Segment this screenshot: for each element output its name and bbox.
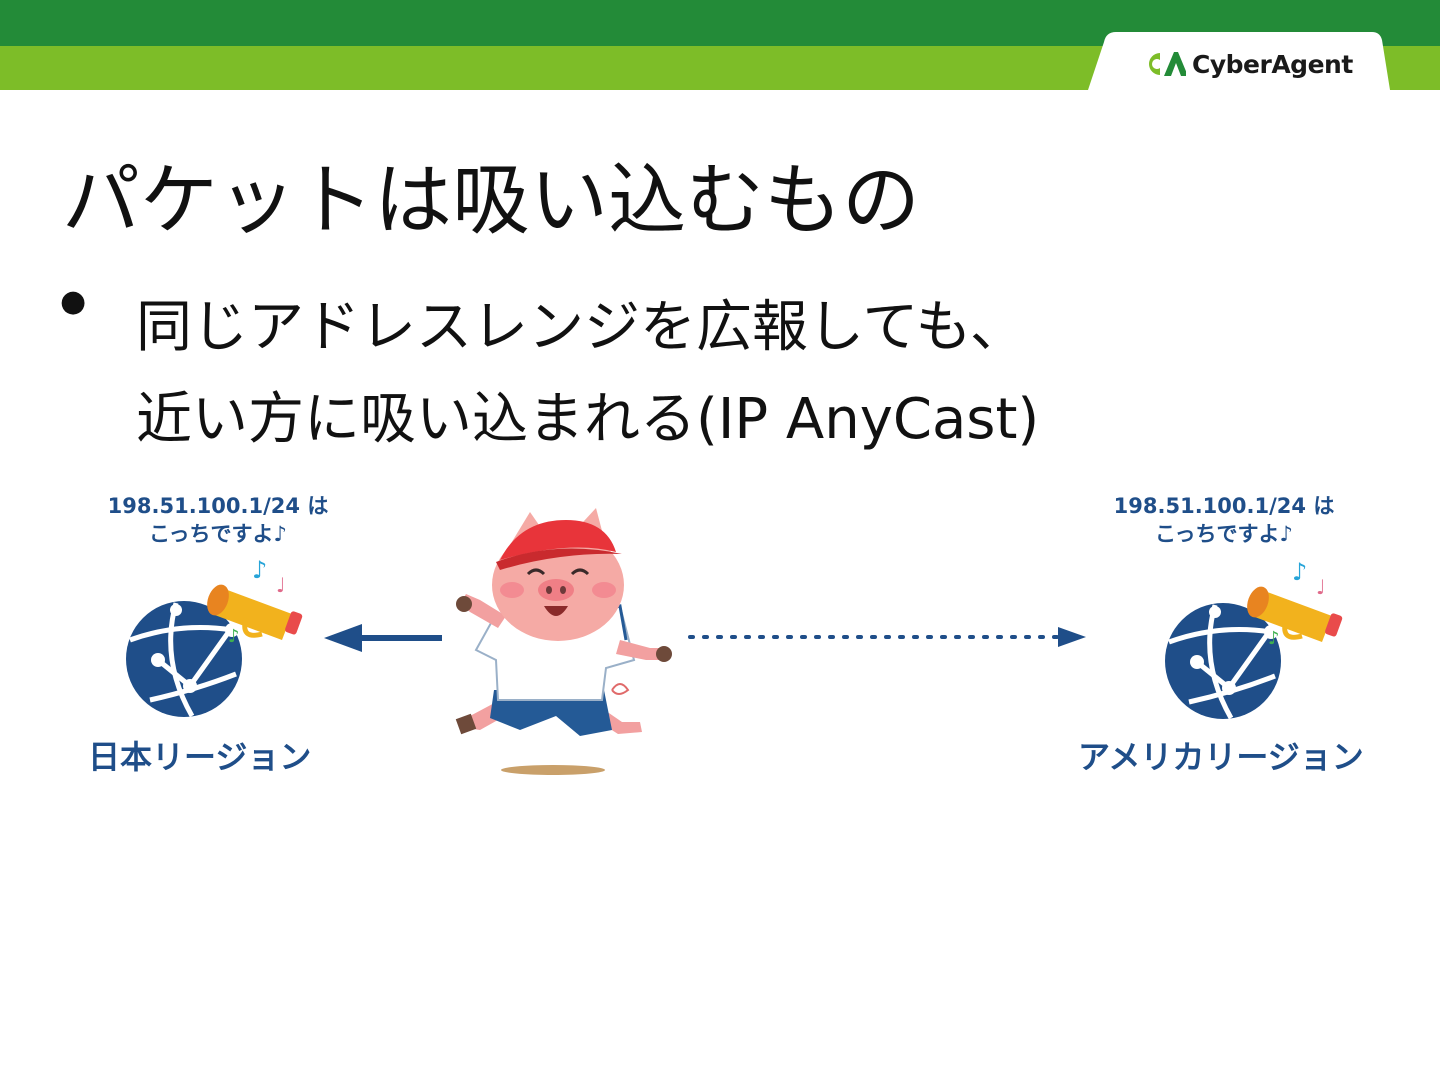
svg-text:♪: ♪: [228, 626, 240, 647]
music-note-icon-right: ♪ ♩ ♪: [1268, 558, 1325, 649]
megaphone-icon-left: [207, 584, 303, 640]
callout-left-line-1: 198.51.100.1/24 は: [107, 494, 329, 518]
megaphone-icon-right: [1247, 586, 1343, 642]
svg-text:♪: ♪: [252, 556, 267, 584]
callout-left-line-2: こっちですよ♪: [149, 522, 287, 546]
callout-right-line-1: 198.51.100.1/24 は: [1113, 494, 1335, 518]
callout-right: 198.51.100.1/24 は こっちですよ♪: [1104, 492, 1344, 548]
svg-text:♩: ♩: [1316, 575, 1325, 599]
svg-text:♪: ♪: [1268, 628, 1280, 649]
solid-arrow-left: [324, 624, 442, 652]
globe-icon-right: [1165, 603, 1281, 720]
slide-title: パケットは吸い込むもの: [62, 156, 921, 246]
dotted-arrow-right: [688, 627, 1086, 647]
bullet-marker: ●: [60, 284, 87, 319]
music-note-icon-left: ♪ ♩ ♪: [228, 556, 285, 647]
logo-tab: [1088, 32, 1390, 90]
region-label-japan: 日本リージョン: [88, 738, 312, 776]
svg-text:♩: ♩: [276, 573, 285, 597]
bullet-text-line-1: 同じアドレスレンジを広報しても、: [136, 295, 1026, 360]
running-pig-illustration: [455, 508, 672, 775]
callout-left: 198.51.100.1/24 は こっちですよ♪: [98, 492, 338, 548]
ca-logo-mark-icon: [1149, 52, 1186, 76]
region-label-america: アメリカリージョン: [1078, 738, 1364, 776]
bullet-text-line-2: 近い方に吸い込まれる(IP AnyCast): [136, 387, 1040, 452]
cyberagent-logo: CyberAgent: [1146, 48, 1353, 80]
svg-text:♪: ♪: [1292, 558, 1307, 586]
logo-text: CyberAgent: [1192, 49, 1353, 79]
callout-right-line-2: こっちですよ♪: [1155, 522, 1293, 546]
globe-icon-left: [126, 601, 242, 718]
